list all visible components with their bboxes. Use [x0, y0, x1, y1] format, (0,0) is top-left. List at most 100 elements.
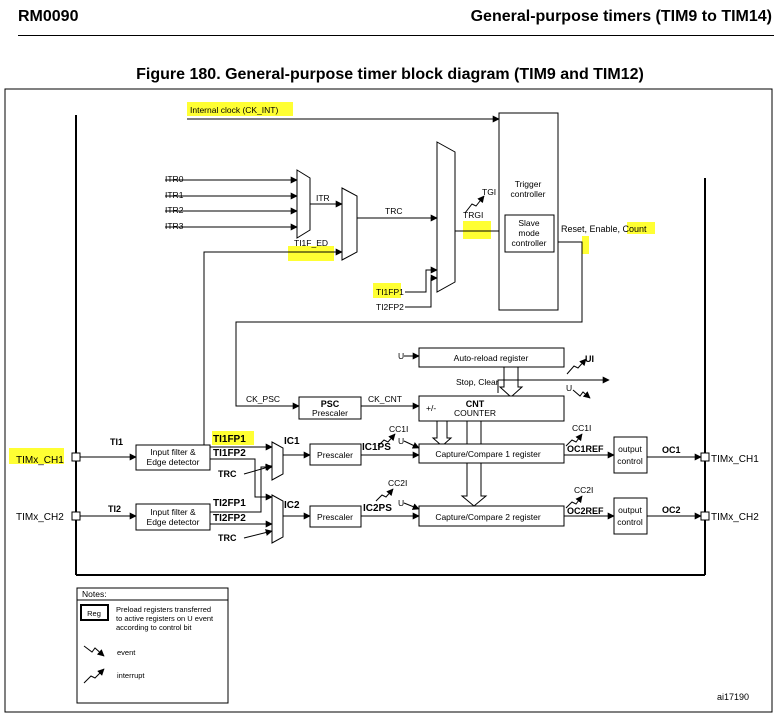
- diagram-notes-reg_desc-0-text: Preload registers transferred: [116, 605, 211, 614]
- ch2-input-mux: [271, 494, 284, 544]
- ti1fp2-label: TI1FP2: [213, 448, 246, 459]
- oc2ref-label: OC2REF: [567, 506, 604, 516]
- trigger-controller-label-1: Trigger: [515, 179, 542, 189]
- diagram-ch1-filter-1-text: Edge detector: [147, 457, 200, 467]
- tgi-interrupt-icon: [464, 195, 485, 214]
- highlight-count: [627, 222, 655, 234]
- notes-reg-symbol: [80, 604, 109, 621]
- diagram-ch1-prescaler-text: Prescaler: [317, 450, 353, 460]
- itr-arrows: [165, 176, 298, 231]
- psc-prescaler-box: [298, 396, 362, 420]
- diagram-counter-text: COUNTER: [454, 408, 496, 418]
- timx-ch1-out-label: TIMx_CH1: [711, 454, 759, 465]
- timx-ch2-pin-label: TIMx_CH2: [16, 512, 64, 523]
- u-event-icon: [572, 389, 591, 399]
- diagram-ch2-u-text: U: [398, 498, 404, 508]
- diagram-ch1-output_control-0-text: output: [618, 444, 642, 454]
- trc-mux: [341, 187, 358, 261]
- ch1-input-filter: [135, 444, 211, 471]
- ic2-label: IC2: [284, 500, 300, 511]
- cc2i-out-label: CC2I: [574, 485, 593, 495]
- diagram-ch2-prescaler-text: Prescaler: [317, 512, 353, 522]
- figure-title: Figure 180. General-purpose timer block …: [136, 66, 644, 83]
- oc1-label: OC1: [662, 445, 681, 455]
- ch2-input-filter: [135, 503, 211, 531]
- diagram-notes-reg-text: Reg: [87, 609, 101, 618]
- diagram-ch2-filter-1-text: Edge detector: [147, 517, 200, 527]
- tgi-label: TGI: [482, 187, 496, 197]
- diagram-notes-reg_desc-1-text: to active registers on U event: [116, 614, 214, 623]
- diagram-ch1-output_control-1-text: control: [617, 456, 643, 466]
- auto-reload-arrow: [498, 366, 524, 398]
- slave-mode-controller-box: [504, 214, 555, 253]
- ch2-input-pin: [71, 511, 81, 521]
- diagram-notes-reg_desc-2-text: according to control bit: [116, 623, 192, 632]
- diagram-ch1-ccr-text: Capture/Compare 1 register: [435, 449, 541, 459]
- ti2fp2-mux-label: TI2FP2: [376, 302, 404, 312]
- diagram-ch1-filter-0-text: Input filter &: [150, 447, 196, 457]
- auto-reload-u: U: [398, 351, 404, 361]
- reset-enable-count-label: Reset, Enable, Count: [561, 224, 647, 234]
- interrupt-icon: [83, 668, 105, 684]
- oc1ref-label: OC1REF: [567, 444, 604, 454]
- trigger-controller-box: [498, 112, 559, 311]
- diagram-ch2-output_control-1-text: control: [617, 517, 643, 527]
- trigger-controller-label-2: controller: [511, 189, 546, 199]
- cnt-counter-box: [418, 395, 565, 422]
- ti1fp1-mux-label: TI1FP1: [376, 287, 404, 297]
- timer-boundary: [75, 115, 706, 576]
- ch2-trc-label: TRC: [218, 533, 237, 543]
- highlight-ti1fp1: [212, 431, 254, 445]
- highlights: [9, 102, 655, 464]
- ch1-output-pin: [700, 452, 710, 462]
- diagram-frame: [4, 88, 773, 713]
- ch2-output-control: [613, 497, 648, 535]
- ic2ps-label: IC2PS: [363, 503, 392, 514]
- diagram-ch2-filter-0-text: Input filter &: [150, 507, 196, 517]
- diagram-ch1-u-text: U: [398, 436, 404, 446]
- ch1-output-control: [613, 436, 648, 474]
- itr-label: ITR: [316, 193, 330, 203]
- itr3-label: ITR3: [165, 221, 184, 231]
- itr2-label: ITR2: [165, 205, 184, 215]
- trgi-label: TRGI: [463, 210, 483, 220]
- diagram-auto_reload-text: Auto-reload register: [454, 353, 529, 363]
- cc1i-in-label: CC1I: [389, 424, 408, 434]
- timx-ch2-out-label: TIMx_CH2: [711, 512, 759, 523]
- ti2fp1-label: TI2FP1: [213, 498, 246, 509]
- ch1-input-mux: [271, 441, 284, 481]
- trc-label: TRC: [385, 206, 402, 216]
- plus-minus-label: +/-: [426, 403, 436, 413]
- highlight-ti1f-ed: [288, 246, 334, 261]
- ui-interrupt-icon: [566, 358, 587, 375]
- notes-title: Notes:: [82, 589, 107, 599]
- document-id: RM0090: [18, 8, 79, 25]
- oc2-label: OC2: [662, 505, 681, 515]
- diagram-prescaler-text: Prescaler: [312, 408, 348, 418]
- highlight-timx-ch1: [9, 448, 64, 464]
- notes-interrupt-label: interrupt: [117, 671, 145, 680]
- ch2-output-pin: [700, 511, 710, 521]
- itr1-label: ITR1: [165, 190, 184, 200]
- ck-psc-label: CK_PSC: [246, 394, 280, 404]
- ch1-trc-label: TRC: [218, 469, 237, 479]
- u-event-label: U: [566, 383, 572, 393]
- timx-ch1-pin-label: TIMx_CH1: [16, 455, 64, 466]
- itr-mux: [296, 169, 311, 239]
- highlight-count-mark: [582, 236, 589, 254]
- diagram-slave_mode_controller-1-text: mode: [518, 228, 540, 238]
- ic1-label: IC1: [284, 436, 300, 447]
- ti1f-ed-label: TI1F_ED: [294, 238, 328, 248]
- ck-cnt-label: CK_CNT: [368, 394, 402, 404]
- event-icon: [83, 645, 105, 657]
- diagram-slave_mode_controller-0-text: Slave: [518, 218, 540, 228]
- diagram-ch2-output_control-0-text: output: [618, 505, 642, 515]
- slave-control-line: [235, 241, 583, 410]
- header-rule: [18, 35, 774, 36]
- diagram-slave_mode_controller-2-text: controller: [512, 238, 547, 248]
- diagram-psc-text: PSC: [321, 399, 340, 409]
- section-title: General-purpose timers (TIM9 to TIM14): [470, 8, 772, 25]
- ti1-label: TI1: [110, 437, 123, 447]
- trigger-mux: [436, 141, 456, 293]
